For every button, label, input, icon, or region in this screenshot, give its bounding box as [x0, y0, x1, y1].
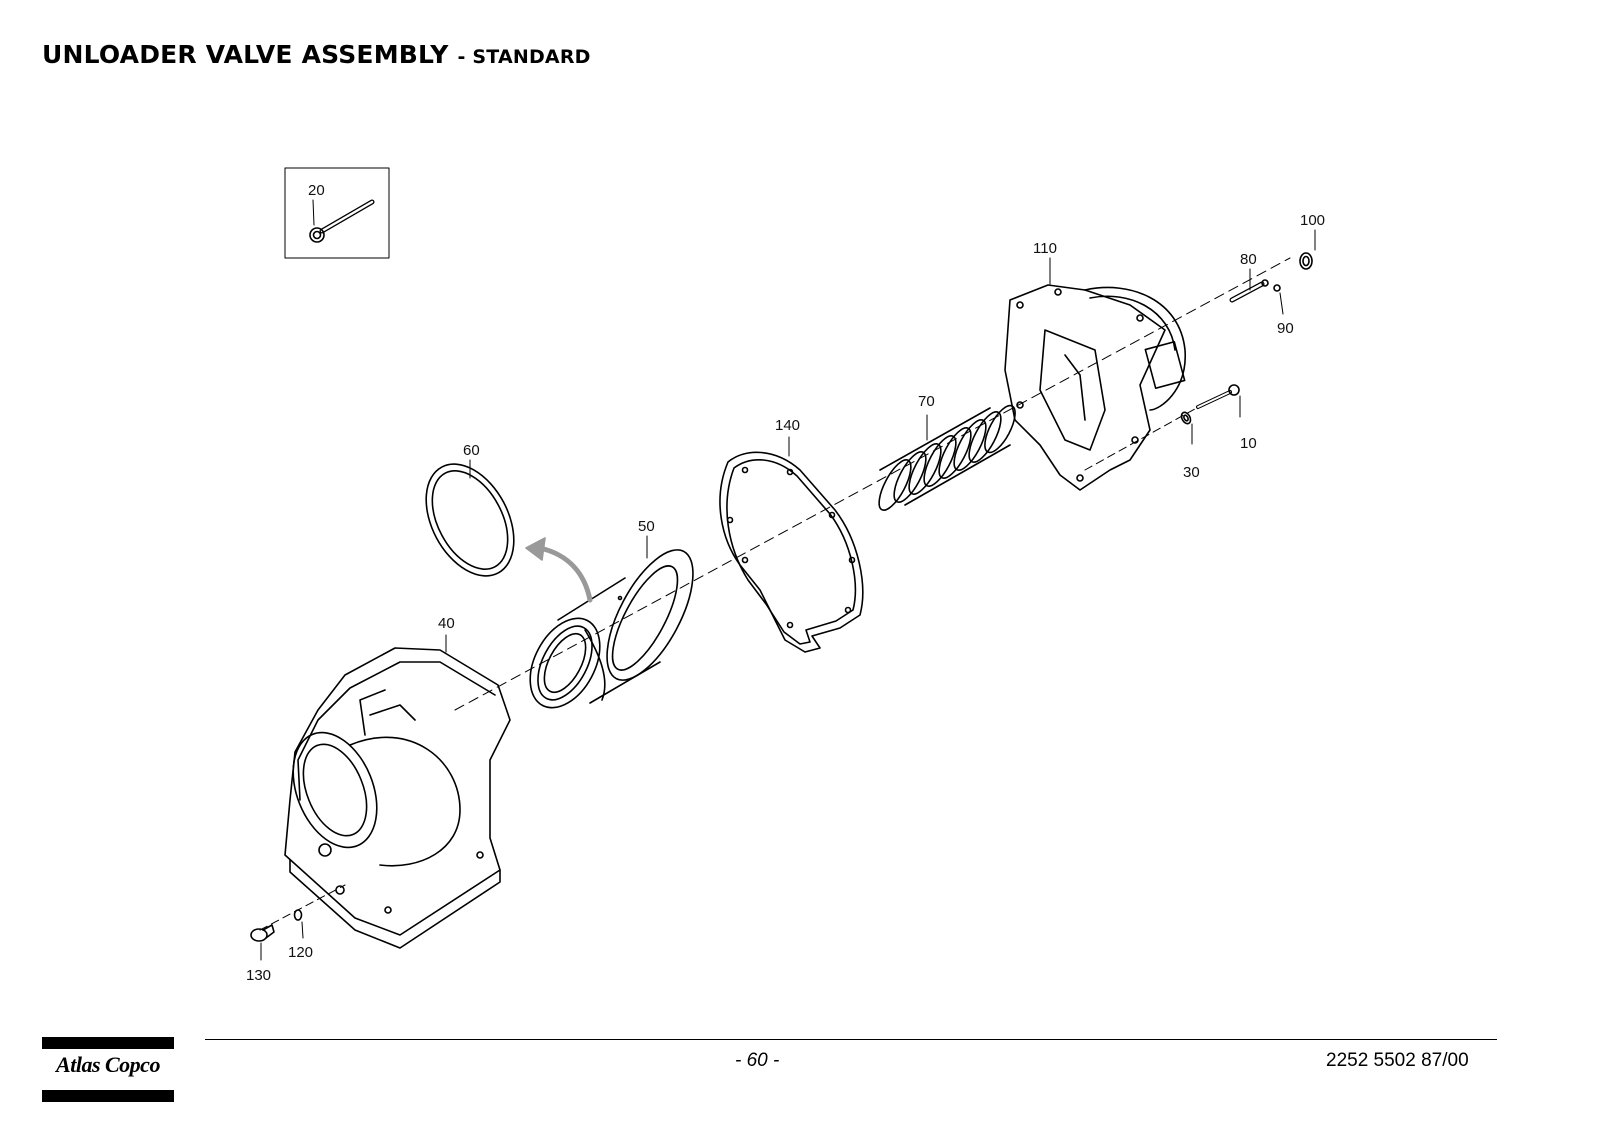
plug-part-130 — [250, 924, 275, 942]
page-title: UNLOADER VALVE ASSEMBLY - STANDARD — [42, 40, 591, 69]
callout-30: 30 — [1183, 464, 1200, 481]
spring-part-70 — [878, 404, 1016, 511]
housing-part-40 — [284, 647, 511, 949]
callout-40: 40 — [438, 615, 455, 632]
callout-90: 90 — [1277, 320, 1294, 337]
logo-bar-bottom — [42, 1090, 174, 1102]
callout-20: 20 — [308, 182, 325, 199]
callout-130: 130 — [246, 967, 271, 984]
ball-part-90 — [1273, 284, 1281, 292]
inset-box-part-20 — [284, 167, 390, 259]
callout-10: 10 — [1240, 435, 1257, 452]
callout-120: 120 — [288, 944, 313, 961]
title-sub: - STANDARD — [457, 46, 591, 68]
seal-part-120 — [293, 909, 303, 921]
plug-axis-line — [259, 884, 346, 931]
page-number: - 60 - — [735, 1050, 780, 1071]
pin-part-80 — [1229, 279, 1269, 303]
cap-part-100 — [1299, 252, 1313, 270]
callout-80: 80 — [1240, 251, 1257, 268]
bolt-axis-line — [1084, 394, 1221, 471]
assembly-arrow-icon — [537, 545, 593, 603]
gasket-part-140 — [719, 451, 864, 653]
callout-140: 140 — [775, 417, 800, 434]
washer-part-30 — [1180, 411, 1192, 425]
leader-lines — [260, 229, 1316, 961]
callout-60: 60 — [463, 442, 480, 459]
sleeve-part-50 — [529, 549, 694, 709]
logo-wordmark: Atlas Copco — [56, 1052, 160, 1077]
logo-bar-top — [42, 1037, 174, 1049]
o-ring-part-60 — [425, 463, 515, 577]
atlas-copco-logo: Atlas Copco — [42, 1037, 174, 1102]
callout-100: 100 — [1300, 212, 1325, 229]
assembly-axis-line — [454, 257, 1291, 711]
long-bolt-icon — [309, 199, 375, 243]
valve-cover-part-110 — [1004, 284, 1186, 491]
callout-50: 50 — [638, 518, 655, 535]
callout-70: 70 — [918, 393, 935, 410]
document-number: 2252 5502 87/00 — [1326, 1050, 1469, 1071]
title-main: UNLOADER VALVE ASSEMBLY — [42, 40, 449, 69]
footer-divider — [205, 1039, 1497, 1040]
callout-110: 110 — [1033, 240, 1057, 257]
bolt-part-10 — [1196, 384, 1240, 409]
